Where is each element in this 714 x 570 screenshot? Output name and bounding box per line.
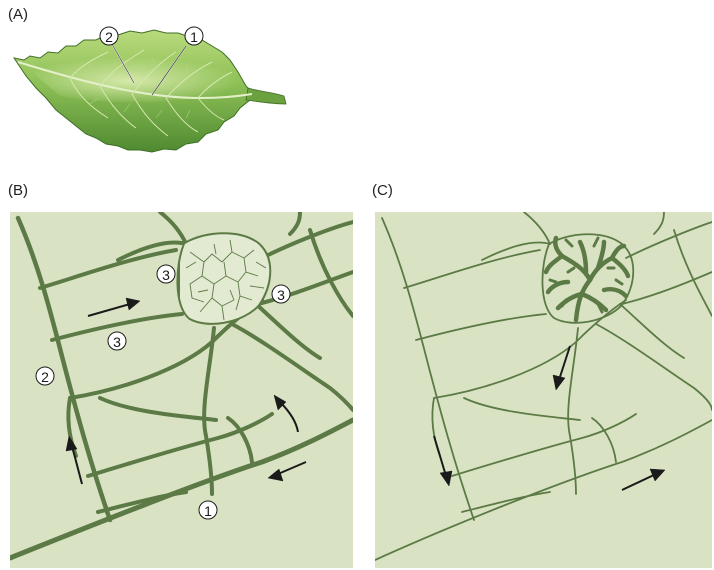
marker-a-1: 1: [190, 29, 198, 45]
marker-b-2-secondary: 2: [41, 369, 49, 385]
marker-b-1-midrib: 1: [204, 503, 212, 519]
marker-b-3-areole-right: 3: [277, 287, 285, 303]
marker-b-3-areole-left: 3: [162, 267, 170, 283]
leaf-illustration: [14, 30, 286, 152]
marker-b-3-tertiary: 3: [113, 334, 121, 350]
leaf-petiole: [246, 88, 286, 104]
marker-a-2: 2: [105, 29, 113, 45]
